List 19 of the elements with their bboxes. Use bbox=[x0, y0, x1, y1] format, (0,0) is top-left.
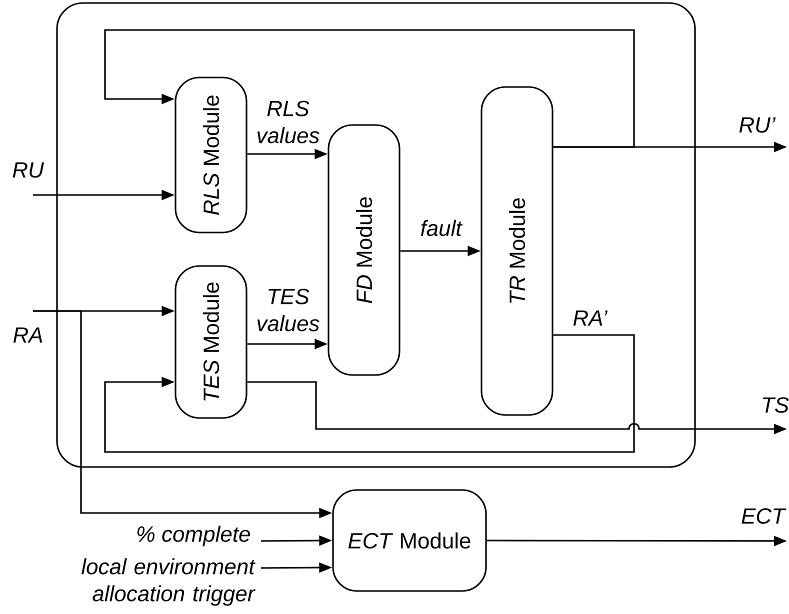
edge-label: % complete bbox=[137, 526, 250, 546]
container-box bbox=[56, 2, 696, 468]
edge-label: fault bbox=[420, 220, 463, 236]
edge-label: local environment allocation trigger bbox=[82, 558, 256, 606]
module-box: ECT Module bbox=[332, 489, 487, 592]
edge-label: RLS values bbox=[257, 100, 320, 144]
edge-label: RA’ bbox=[573, 310, 608, 326]
edge-label: RU bbox=[12, 162, 44, 178]
module-box: TES Module bbox=[174, 265, 248, 419]
module-box: FD Module bbox=[328, 124, 400, 376]
module-box: RLS Module bbox=[174, 76, 248, 234]
edge-label: RU’ bbox=[739, 117, 776, 133]
module-box: TR Module bbox=[480, 86, 554, 416]
arrow bbox=[104, 334, 635, 453]
edge-label: RA bbox=[13, 327, 42, 343]
edge-label: ECT bbox=[742, 508, 786, 524]
edge-label: TES values bbox=[257, 288, 320, 332]
arrow bbox=[104, 29, 635, 148]
edge-label: TS bbox=[762, 397, 789, 413]
